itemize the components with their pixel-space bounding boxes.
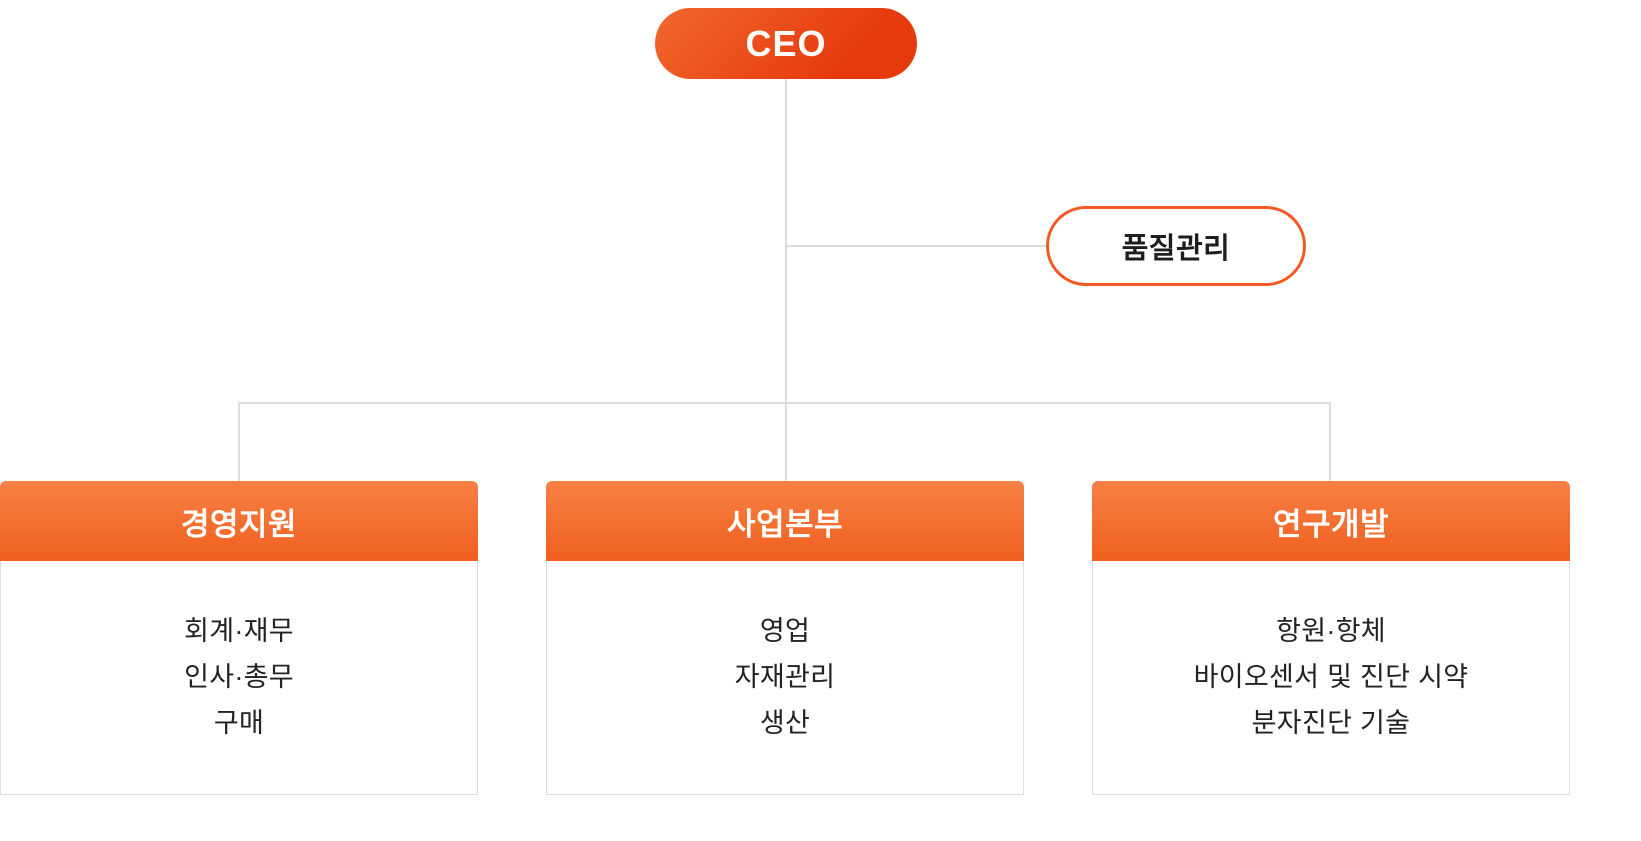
connector-drop-right xyxy=(1329,402,1331,481)
ceo-node: CEO xyxy=(655,8,917,79)
dept-title: 연구개발 xyxy=(1272,506,1390,542)
connector-departments-horizontal xyxy=(239,402,1331,404)
dept-body-research-development: 항원·항체 바이오센서 및 진단 시약 분자진단 기술 xyxy=(1092,561,1570,795)
dept-item: 회계·재무 xyxy=(184,616,294,646)
dept-item: 바이오센서 및 진단 시약 xyxy=(1193,662,1469,692)
dept-body-management-support: 회계·재무 인사·총무 구매 xyxy=(0,561,478,795)
dept-header-business-division: 사업본부 xyxy=(546,481,1024,561)
dept-research-development: 연구개발 항원·항체 바이오센서 및 진단 시약 분자진단 기술 xyxy=(1092,481,1570,795)
dept-header-research-development: 연구개발 xyxy=(1092,481,1570,561)
dept-item: 분자진단 기술 xyxy=(1251,708,1411,738)
dept-title: 사업본부 xyxy=(726,506,844,542)
dept-item: 구매 xyxy=(213,708,265,738)
dept-item: 인사·총무 xyxy=(184,662,294,692)
connector-drop-left xyxy=(238,402,240,481)
dept-item: 항원·항체 xyxy=(1276,616,1386,646)
dept-header-management-support: 경영지원 xyxy=(0,481,478,561)
dept-item: 자재관리 xyxy=(734,662,836,692)
dept-body-business-division: 영업 자재관리 생산 xyxy=(546,561,1024,795)
connector-ceo-vertical xyxy=(785,79,787,481)
connector-staff-horizontal xyxy=(786,245,1046,247)
dept-item: 영업 xyxy=(759,616,811,646)
dept-management-support: 경영지원 회계·재무 인사·총무 구매 xyxy=(0,481,478,795)
dept-business-division: 사업본부 영업 자재관리 생산 xyxy=(546,481,1024,795)
quality-management-label: 품질관리 xyxy=(1121,233,1231,265)
ceo-label: CEO xyxy=(745,22,827,64)
dept-title: 경영지원 xyxy=(180,506,298,542)
dept-item: 생산 xyxy=(759,708,811,738)
quality-management-node: 품질관리 xyxy=(1046,206,1306,286)
